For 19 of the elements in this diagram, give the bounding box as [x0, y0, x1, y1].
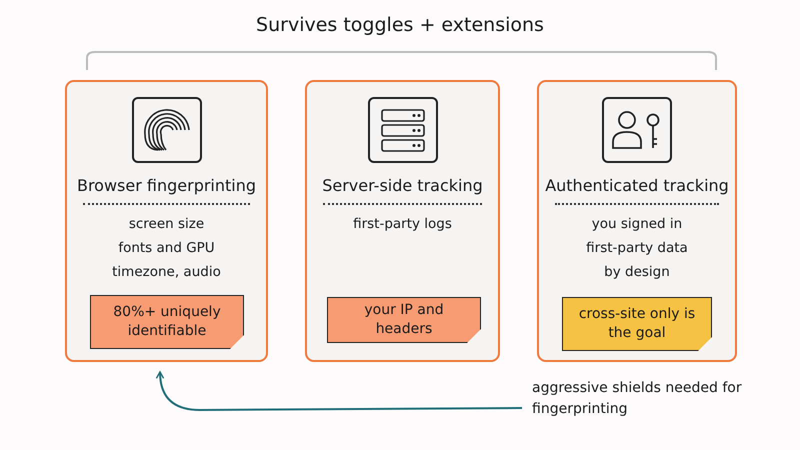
list-item: first-party logs	[352, 216, 453, 232]
card-heading: Server-side tracking	[321, 176, 484, 195]
list-item: you signed in	[590, 216, 684, 232]
list-item: by design	[603, 264, 671, 280]
sticky-note: cross-site only is the goal	[562, 297, 712, 351]
list-item: screen size	[128, 216, 206, 232]
card-heading: Authenticated tracking	[544, 176, 730, 195]
card-heading: Browser fingerprinting	[76, 176, 258, 195]
curved-arrow	[156, 371, 522, 411]
title: Survives toggles + extensions	[255, 14, 545, 36]
sticky-note: your IP and headers	[327, 297, 481, 343]
list-item: fonts and GPU	[117, 240, 216, 256]
sticky-note: 80%+ uniquely identifiable	[90, 295, 244, 349]
annotation-text: aggressive shields needed for fingerprinting	[532, 378, 762, 430]
card	[305, 80, 500, 362]
list-item: timezone, audio	[111, 264, 222, 280]
list-item: first-party data	[585, 240, 689, 256]
card	[65, 80, 268, 362]
card	[537, 80, 737, 362]
